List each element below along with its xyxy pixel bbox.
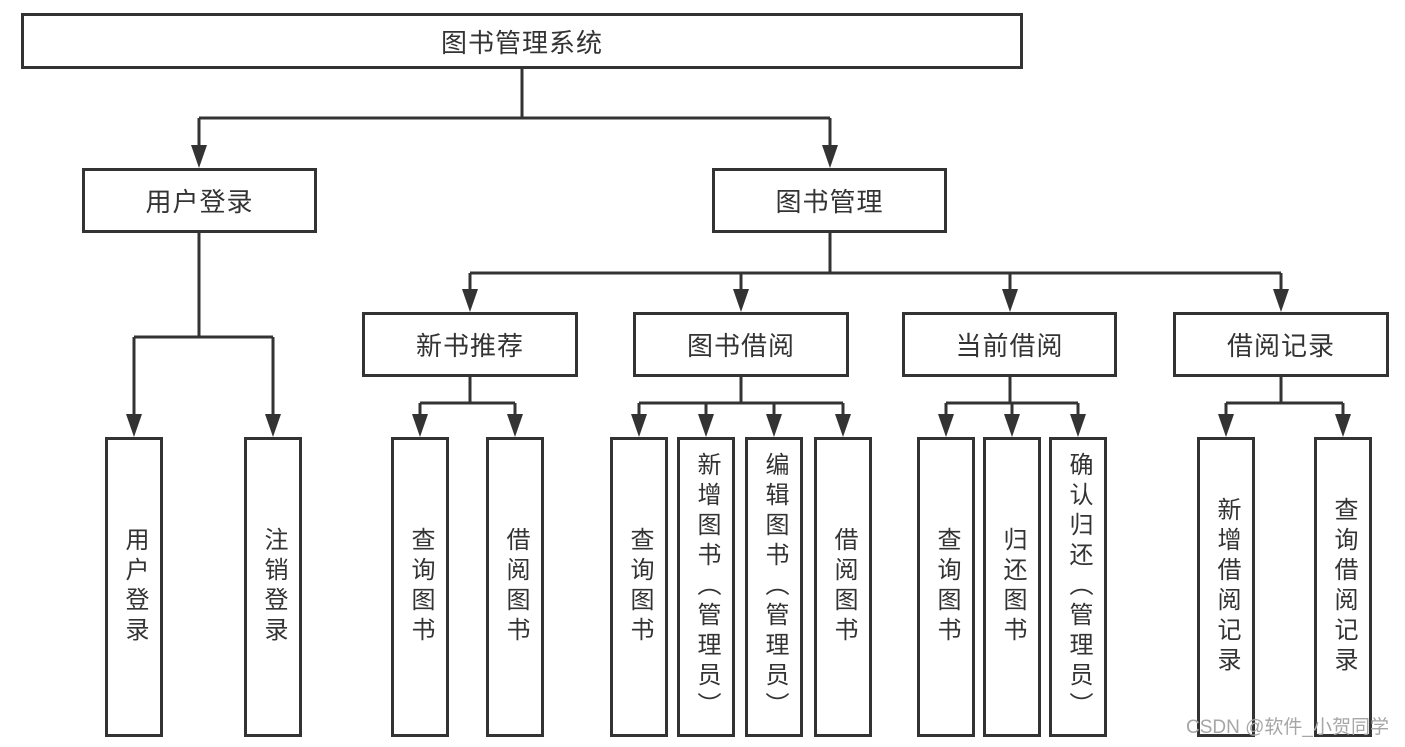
leaf-logout-label: 注销登录 [260, 527, 287, 647]
leaf-current-return-books: 归还图书 [983, 437, 1041, 737]
leaf-records-query-borrow-record-label: 查询借阅记录 [1330, 497, 1357, 677]
connector-borrowing-children [637, 377, 845, 415]
arrowhead [1004, 414, 1020, 437]
leaf-borrowing-query-books-label: 查询图书 [626, 527, 653, 647]
arrowhead [1002, 289, 1018, 312]
leaf-records-add-borrow-record: 新增借阅记录 [1197, 437, 1255, 737]
leaf-recommend-borrow-books: 借阅图书 [486, 437, 544, 737]
leaf-borrowing-query-books: 查询图书 [610, 437, 668, 737]
leaf-borrowing-add-books-admin: 新增图书（管理员） [677, 437, 735, 737]
node-user-login-label: 用户登录 [145, 187, 254, 217]
leaf-records-add-borrow-record-label: 新增借阅记录 [1213, 497, 1240, 677]
node-new-book-recommendation: 新书推荐 [362, 312, 578, 377]
leaf-borrowing-borrow-books-label: 借阅图书 [830, 527, 857, 647]
leaf-user-login-label: 用户登录 [121, 527, 148, 647]
arrowhead [733, 289, 749, 312]
arrowhead [1218, 414, 1234, 437]
leaf-borrowing-edit-books-admin-label: 编辑图书（管理员） [761, 452, 788, 722]
node-root: 图书管理系统 [21, 13, 1023, 69]
leaf-current-query-books-label: 查询图书 [933, 527, 960, 647]
node-user-login: 用户登录 [82, 168, 317, 233]
leaf-borrowing-borrow-books: 借阅图书 [814, 437, 872, 737]
leaf-current-query-books: 查询图书 [917, 437, 975, 737]
arrowhead [631, 414, 647, 437]
arrowhead [1273, 289, 1289, 312]
node-root-label: 图书管理系统 [440, 27, 603, 58]
connector-root-to-level2 [197, 69, 832, 146]
leaf-user-login: 用户登录 [105, 437, 163, 737]
connector-records-children [1224, 377, 1345, 415]
node-book-borrowing-label: 图书借阅 [686, 331, 795, 361]
arrowhead [412, 414, 428, 437]
leaf-current-confirm-return-admin-label: 确认归还（管理员） [1065, 452, 1092, 722]
arrowhead [1335, 414, 1351, 437]
node-book-management: 图书管理 [712, 168, 947, 233]
arrowhead [265, 414, 281, 437]
connector-user-login-children [132, 233, 275, 415]
node-new-book-recommendation-label: 新书推荐 [415, 331, 524, 361]
arrowhead [126, 414, 142, 437]
arrowhead [507, 414, 523, 437]
node-current-borrowing: 当前借阅 [902, 312, 1117, 377]
node-borrowing-records: 借阅记录 [1173, 312, 1389, 377]
arrowhead [938, 414, 954, 437]
arrowhead [1070, 414, 1086, 437]
leaf-recommend-query-books: 查询图书 [391, 437, 449, 737]
node-current-borrowing-label: 当前借阅 [955, 331, 1064, 361]
arrowhead [822, 145, 838, 168]
leaf-recommend-query-books-label: 查询图书 [407, 527, 434, 647]
arrowhead [191, 145, 207, 168]
csdn-watermark: CSDN @软件_小贺同学 [1186, 717, 1389, 738]
node-book-borrowing: 图书借阅 [633, 312, 849, 377]
leaf-recommend-borrow-books-label: 借阅图书 [502, 527, 529, 647]
connector-current-children [944, 377, 1080, 415]
leaf-logout: 注销登录 [244, 437, 302, 737]
leaf-current-return-books-label: 归还图书 [999, 527, 1026, 647]
leaf-records-query-borrow-record: 查询借阅记录 [1314, 437, 1372, 737]
node-book-management-label: 图书管理 [775, 187, 884, 217]
leaf-borrowing-edit-books-admin: 编辑图书（管理员） [745, 437, 803, 737]
arrowhead [835, 414, 851, 437]
arrowhead [462, 289, 478, 312]
leaf-current-confirm-return-admin: 确认归还（管理员） [1049, 437, 1107, 737]
connector-book-management-children [468, 233, 1283, 290]
leaf-borrowing-add-books-admin-label: 新增图书（管理员） [693, 452, 720, 722]
node-borrowing-records-label: 借阅记录 [1226, 331, 1335, 361]
connector-recommendation-children [418, 377, 517, 415]
arrowhead [698, 414, 714, 437]
arrowhead [766, 414, 782, 437]
